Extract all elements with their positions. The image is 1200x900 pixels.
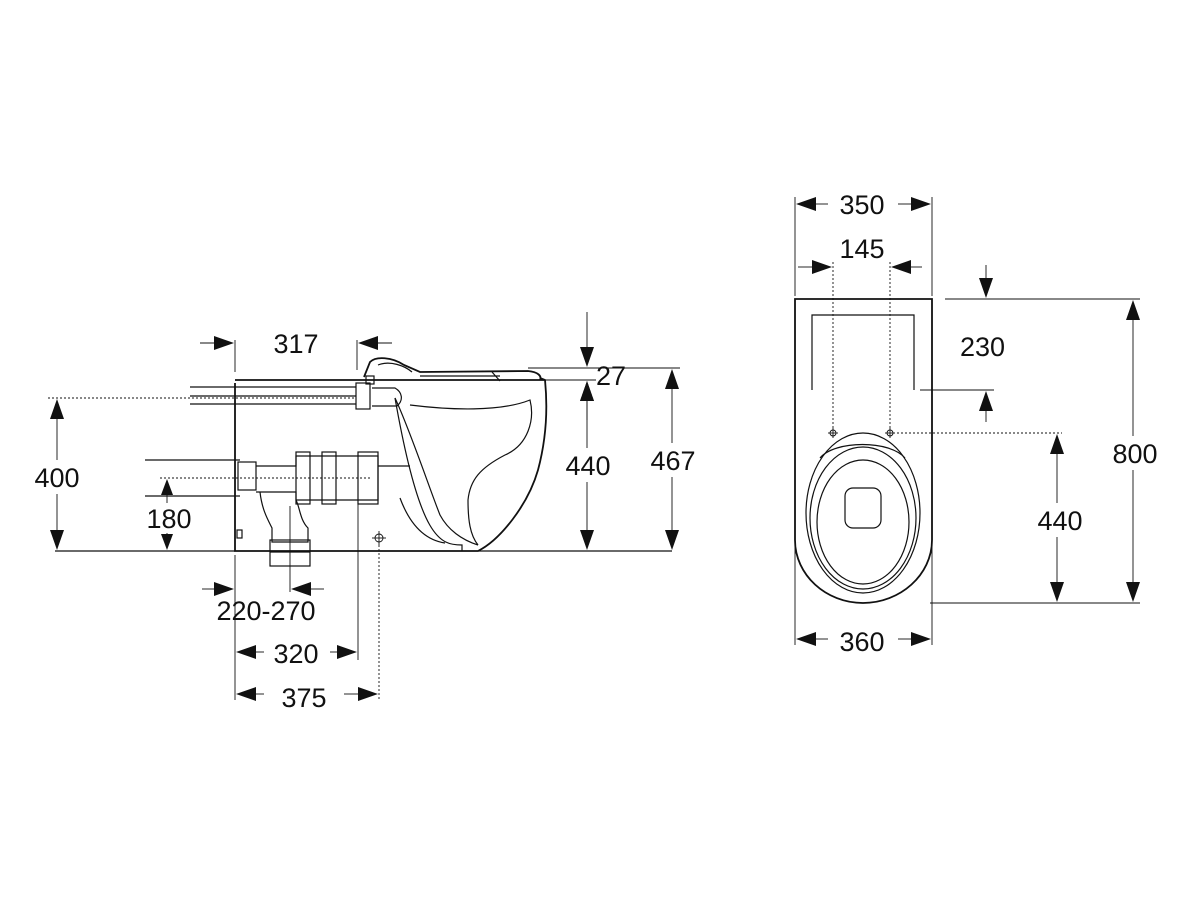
dim-220-270: 220-270 — [202, 506, 324, 700]
dim-440-side-label: 440 — [565, 451, 610, 481]
dim-230: 230 — [920, 265, 1140, 422]
dim-27-label: 27 — [596, 361, 626, 391]
floor-fixing-marker — [372, 531, 386, 545]
dim-467-label: 467 — [650, 446, 695, 476]
dim-230-label: 230 — [960, 332, 1005, 362]
dim-317-label: 317 — [273, 329, 318, 359]
dim-375-label: 375 — [281, 683, 326, 713]
dim-360: 360 — [794, 545, 933, 657]
dim-320: 320 — [236, 500, 359, 669]
pan-body-side — [234, 377, 548, 552]
pan-outline-top — [794, 298, 933, 604]
dim-400-label: 400 — [34, 463, 79, 493]
dim-220-270-label: 220-270 — [216, 596, 315, 626]
dim-800: 800 — [1104, 300, 1164, 602]
dim-145-label: 145 — [839, 234, 884, 264]
dim-800-label: 800 — [1112, 439, 1157, 469]
dim-360-label: 360 — [839, 627, 884, 657]
dim-400: 400 — [28, 397, 356, 550]
top-view: 350 145 230 — [794, 190, 1164, 657]
dim-440-side: 440 — [560, 381, 616, 550]
dim-467: 467 — [545, 367, 701, 550]
dim-317: 317 — [200, 329, 392, 372]
side-view: 317 27 440 467 — [28, 312, 701, 713]
dim-440-top-label: 440 — [1037, 506, 1082, 536]
dim-180: 180 — [140, 477, 370, 550]
inlet-pipes — [190, 386, 356, 405]
dim-145: 145 — [798, 234, 922, 430]
dim-350: 350 — [794, 190, 933, 296]
dim-440-top: 440 — [893, 432, 1140, 604]
toilet-seat-side — [355, 357, 542, 410]
dim-375: 375 — [236, 545, 380, 713]
dim-27: 27 — [528, 312, 626, 420]
dim-350-label: 350 — [839, 190, 884, 220]
dim-180-label: 180 — [146, 504, 191, 534]
dim-320-label: 320 — [273, 639, 318, 669]
